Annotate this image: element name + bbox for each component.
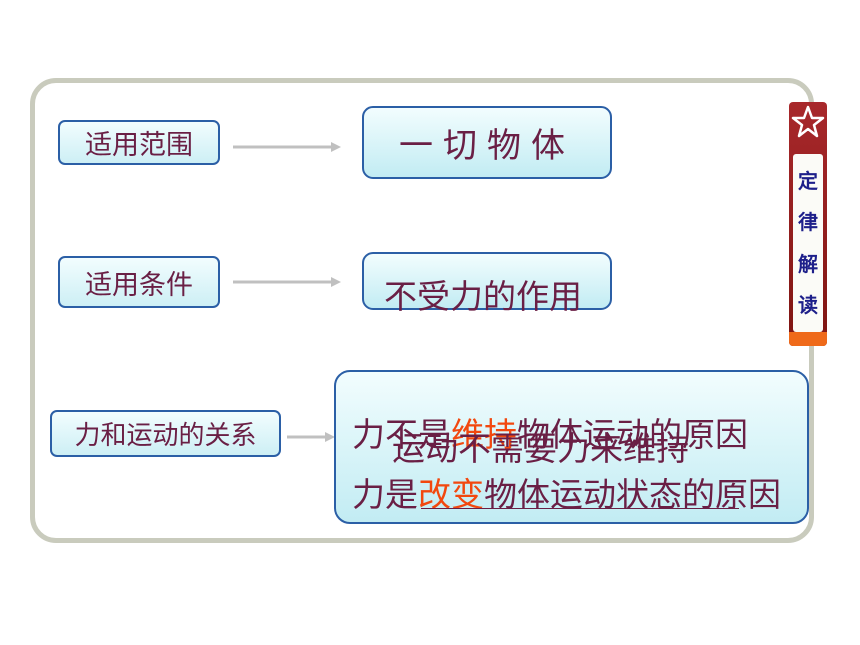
sidebar-char-2: 解 (798, 251, 818, 276)
content-scope-text: 一切物体 (399, 126, 575, 166)
content-condition-text: 不受力的作用 (384, 277, 582, 316)
content-condition: 不受力的作用 (362, 252, 612, 316)
sidebar-char-0: 定 (798, 168, 818, 193)
arrow-icon (287, 432, 335, 442)
line1-prefix: 力不是 (352, 415, 451, 454)
line2-prefix: 力是 (352, 475, 418, 514)
label-relation-text: 力和运动的关系 (74, 421, 257, 451)
label-scope: 适用范围 (58, 120, 220, 165)
label-condition-text: 适用条件 (85, 269, 193, 301)
content-relation: 力不是维持物体运动的原因 运动不需要力来维持 力是改变物体运动状态的原因 (334, 370, 809, 524)
line2-accent: 改变 (418, 475, 484, 514)
label-scope-text: 适用范围 (85, 130, 193, 161)
arrow-icon (233, 277, 341, 287)
label-relation: 力和运动的关系 (50, 410, 281, 457)
sidebar-bottom (789, 332, 827, 346)
sidebar-char-1: 律 (798, 210, 818, 235)
relation-overlay: 运动不需要力来维持 (392, 422, 689, 470)
content-scope: 一切物体 (362, 106, 612, 179)
sidebar-panel: 定 律 解 读 (793, 154, 823, 332)
sidebar-char-3: 读 (798, 293, 818, 318)
relation-line-1: 力不是维持物体运动的原因 (352, 408, 748, 456)
sidebar-badge: 定 律 解 读 (789, 102, 827, 346)
star-icon (791, 105, 825, 138)
line1-accent: 维持 (451, 415, 517, 454)
underline (421, 508, 739, 509)
relation-line-2: 力是改变物体运动状态的原因 (352, 468, 781, 516)
line1-suffix: 物体运动的原因 (517, 415, 748, 454)
label-condition: 适用条件 (58, 256, 220, 308)
overlay-text: 运动不需要力来维持 (392, 429, 689, 468)
line2-suffix: 物体运动状态的原因 (484, 475, 781, 514)
arrow-icon (233, 142, 341, 152)
